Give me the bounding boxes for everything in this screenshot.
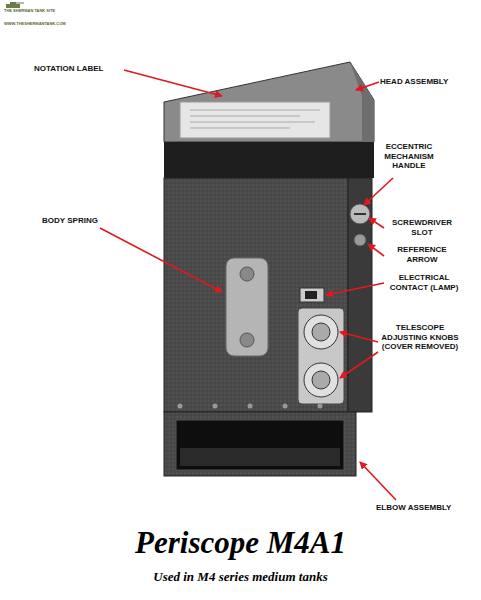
part-label: REFERENCE ARROW	[384, 245, 460, 264]
eccentric-handle	[350, 204, 370, 224]
part-label: TELESCOPE ADJUSTING KNOBS (COVER REMOVED…	[378, 323, 462, 352]
lamp-contact	[300, 288, 324, 302]
part-label: SCREWDRIVER SLOT	[384, 218, 460, 237]
head-top-face	[164, 62, 374, 142]
part-label: ELBOW ASSEMBLY	[376, 503, 466, 513]
part-label: ECCENTRIC MECHANISM HANDLE	[372, 142, 446, 171]
knob-plate	[298, 308, 344, 404]
body	[164, 178, 348, 412]
part-label: HEAD ASSEMBLY	[380, 77, 460, 87]
body-screws	[178, 404, 323, 409]
head-side-face	[350, 62, 374, 142]
screwdriver-slot	[354, 213, 366, 215]
telescope-knob	[304, 363, 338, 397]
elbow-window	[176, 420, 344, 470]
watermark: THE SHERMAN TANK SITE	[4, 9, 84, 14]
notation-plate	[180, 102, 330, 138]
part-label: ELECTRICAL CONTACT (LAMP)	[384, 273, 464, 292]
reference-arrow-mark	[354, 234, 366, 246]
elbow	[164, 412, 356, 476]
part-label: NOTATION LABEL	[34, 64, 124, 74]
watermark-icon	[6, 2, 24, 8]
body-spring-plate	[226, 258, 268, 356]
diagram-caption: Used in M4 series medium tanks	[0, 569, 481, 585]
body-side	[348, 178, 372, 412]
watermark: WWW.THESHERMANTANK.COM	[4, 22, 84, 27]
head-band	[164, 142, 374, 178]
part-label: BODY SPRING	[40, 216, 100, 226]
notation-lines	[190, 110, 320, 128]
diagram-title: Periscope M4A1	[0, 525, 481, 561]
leader-arrows	[100, 70, 396, 500]
telescope-knob	[304, 315, 338, 349]
